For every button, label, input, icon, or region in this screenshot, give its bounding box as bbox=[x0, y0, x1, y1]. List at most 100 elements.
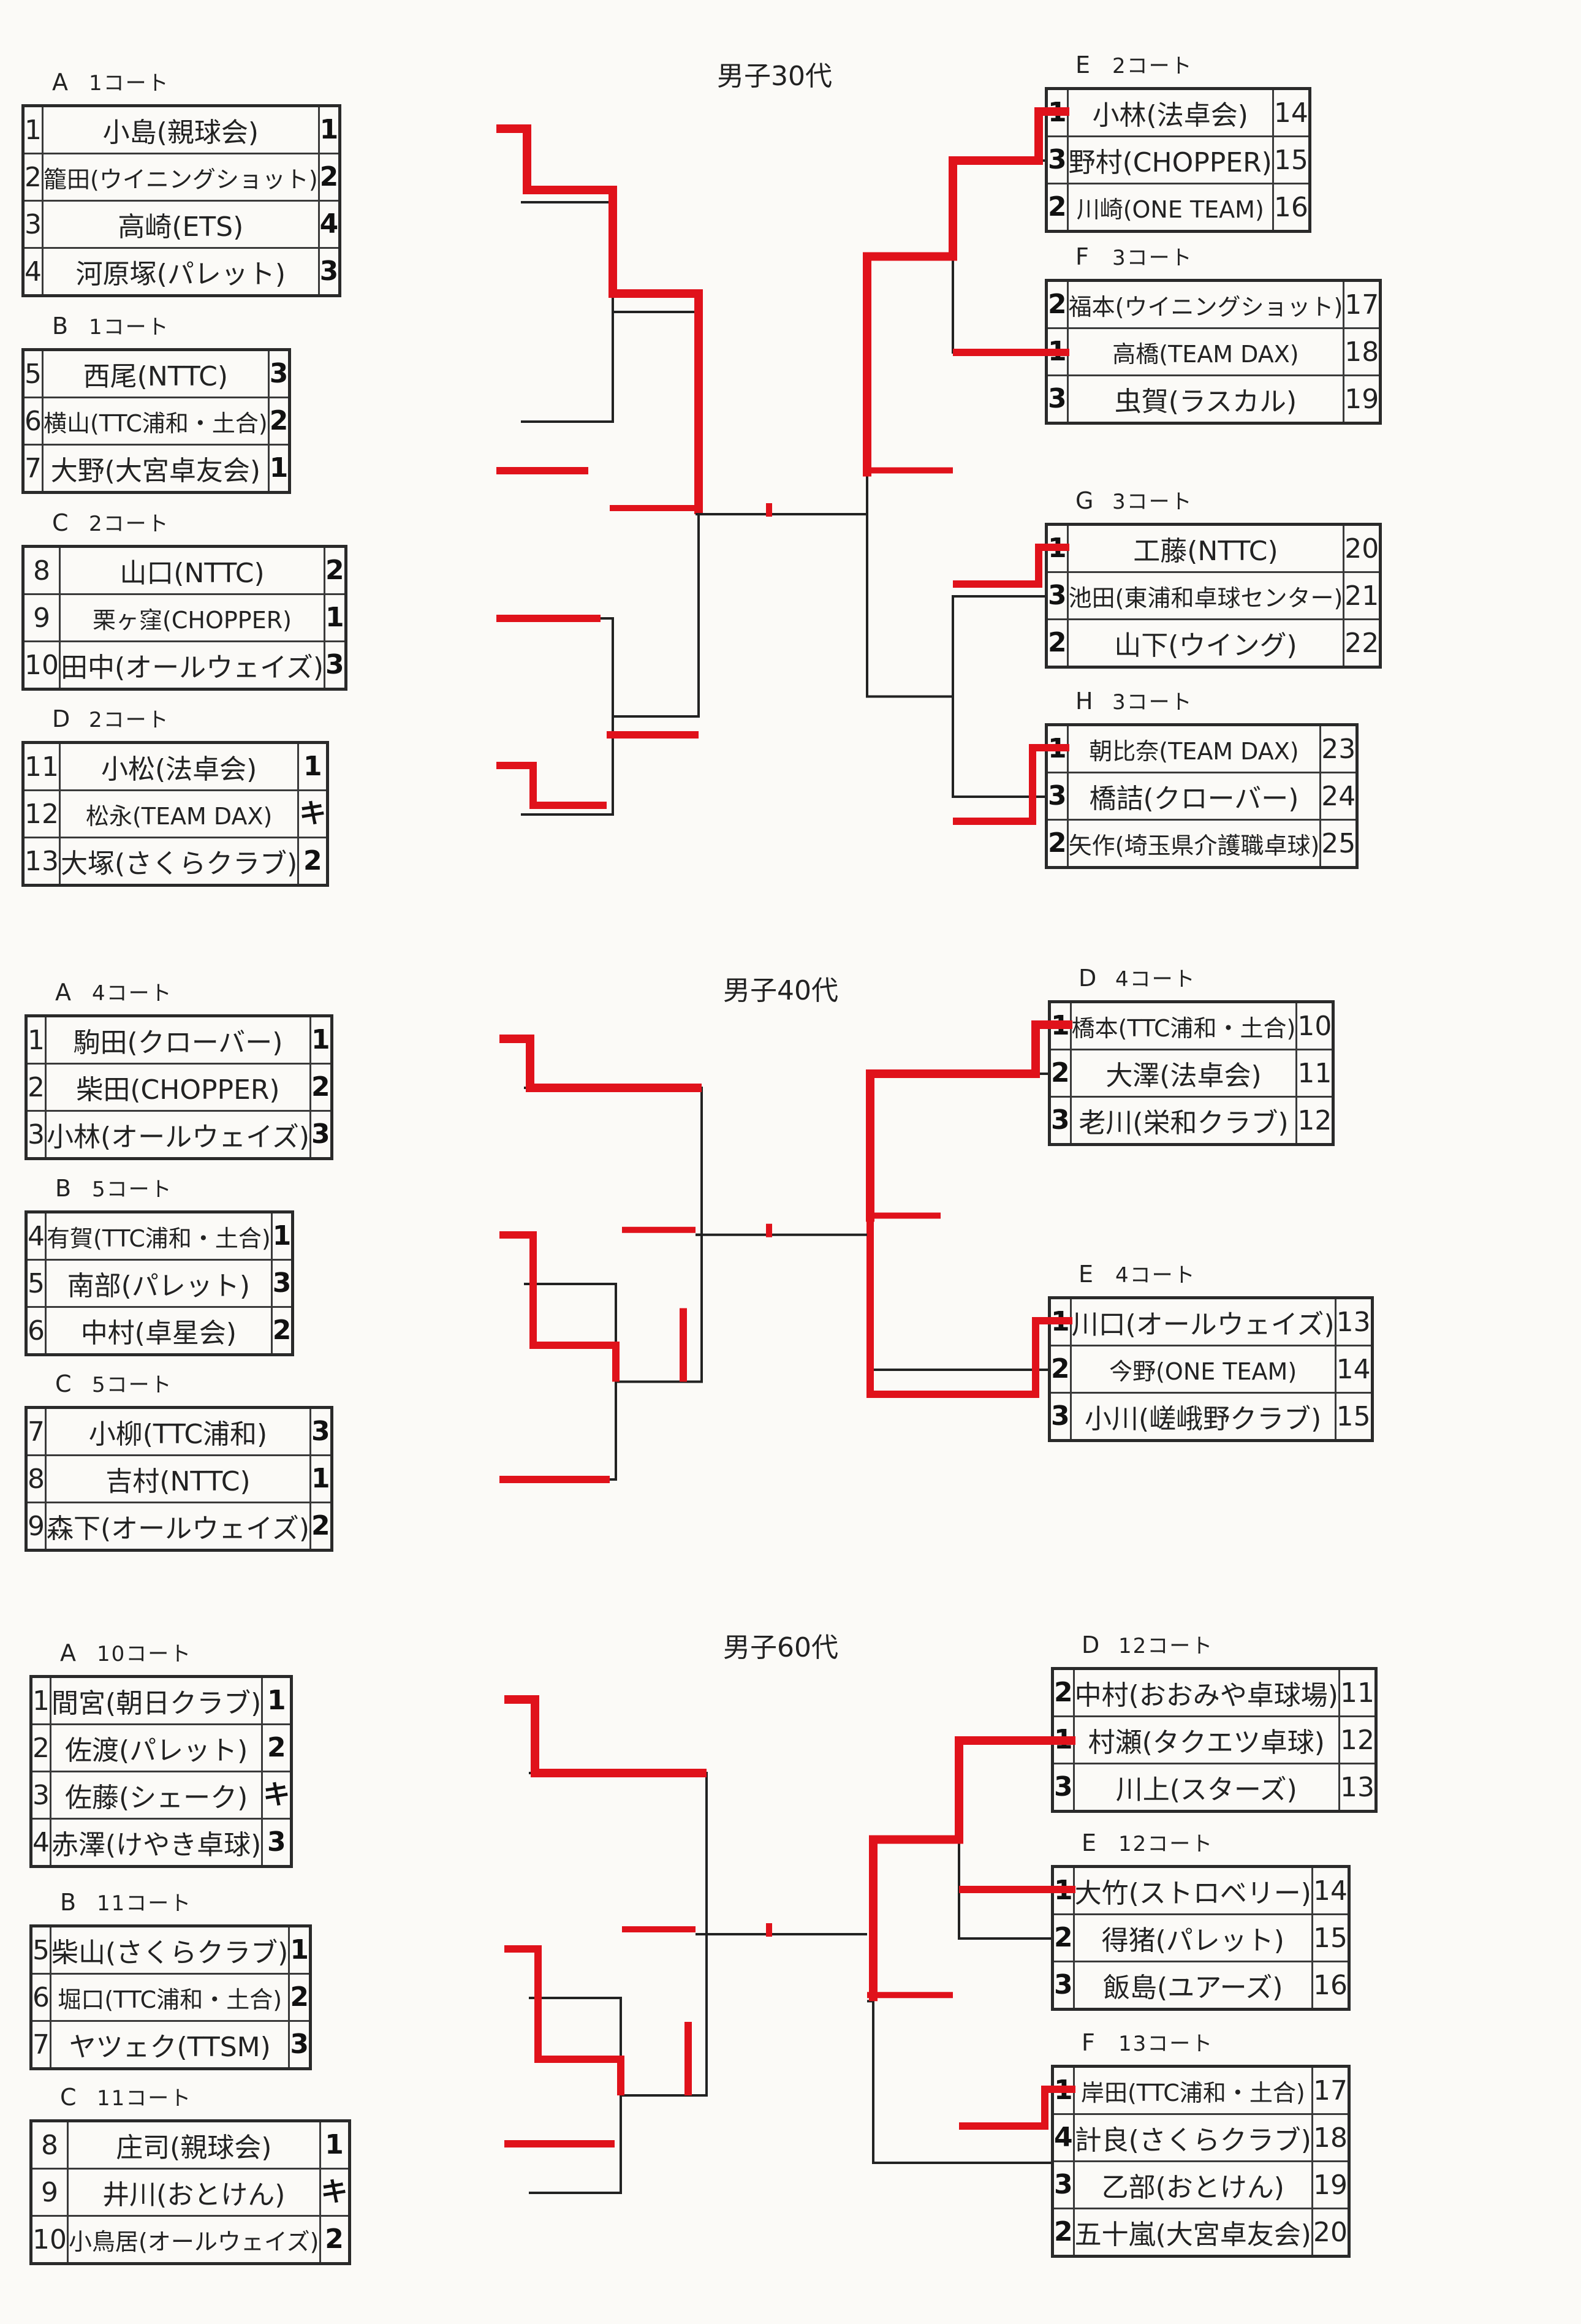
group-label: F bbox=[1075, 243, 1089, 270]
rank-mark: 3 bbox=[1045, 571, 1069, 620]
rank-mark: 3 bbox=[270, 1259, 294, 1308]
player-number: 8 bbox=[25, 1454, 47, 1503]
advance-line bbox=[496, 124, 703, 514]
player-name: 佐渡(パレット) bbox=[49, 1723, 264, 1772]
rank-mark: 2 bbox=[1045, 819, 1069, 868]
player-number: 20 bbox=[1343, 523, 1382, 573]
section-title-40s: 男子40代 bbox=[723, 975, 838, 1006]
player-name: 岸田(TTC浦和・土合) bbox=[1072, 2065, 1313, 2115]
rank-mark: 2 bbox=[1052, 2208, 1075, 2257]
player-name: 飯島(ユアーズ) bbox=[1072, 1961, 1313, 2010]
player-number: 1 bbox=[30, 1676, 51, 1725]
player-name: 小林(オールウェイズ) bbox=[44, 1110, 312, 1160]
player-number: 4 bbox=[22, 247, 44, 297]
advance-line bbox=[959, 2086, 1075, 2130]
rank-mark: 2 bbox=[297, 837, 329, 886]
court-label: 4コート bbox=[1115, 1263, 1196, 1288]
rank-mark: キ bbox=[297, 789, 329, 838]
rank-mark: 4 bbox=[317, 200, 341, 249]
group-label: E bbox=[1079, 1261, 1094, 1288]
rank-mark: キ bbox=[319, 2168, 351, 2217]
rank-mark: 2 bbox=[309, 1502, 333, 1551]
player-number: 5 bbox=[30, 1925, 51, 1975]
rank-mark: 2 bbox=[1052, 1913, 1075, 1962]
rank-mark: 3 bbox=[1045, 374, 1069, 424]
player-name: 有賀(TTC浦和・土合) bbox=[45, 1211, 273, 1261]
section-title-60s: 男子60代 bbox=[723, 1632, 838, 1663]
player-name: 駒田(クローバー) bbox=[44, 1015, 312, 1065]
player-name: 山下(ウイング) bbox=[1066, 618, 1345, 668]
rank-mark: 2 bbox=[1048, 1049, 1072, 1098]
court-label: 5コート bbox=[92, 1177, 173, 1202]
group-label: B bbox=[52, 313, 69, 340]
player-name: 籠田(ウイニングショット) bbox=[42, 153, 320, 202]
rank-mark: 2 bbox=[270, 1306, 294, 1356]
player-name: 老川(栄和クラブ) bbox=[1069, 1096, 1298, 1145]
player-number: 5 bbox=[25, 1259, 47, 1308]
player-name: 川上(スターズ) bbox=[1072, 1763, 1340, 1812]
player-number: 2 bbox=[25, 1063, 47, 1112]
player-number: 6 bbox=[22, 397, 44, 446]
player-name: 工藤(NTTC) bbox=[1066, 523, 1345, 573]
rank-mark: 1 bbox=[309, 1015, 333, 1065]
group-label: C bbox=[55, 1370, 72, 1397]
group-label: E bbox=[1082, 1829, 1097, 1856]
rank-mark: 2 bbox=[317, 153, 341, 202]
advance-line bbox=[504, 1695, 707, 1777]
player-name: 栗ヶ窪(CHOPPER) bbox=[58, 593, 326, 642]
player-name: 森下(オールウェイズ) bbox=[44, 1502, 312, 1551]
rank-mark: 2 bbox=[1045, 279, 1069, 329]
player-name: 庄司(親球会) bbox=[67, 2120, 321, 2170]
rank-mark: 1 bbox=[261, 1676, 293, 1725]
rank-mark: 3 bbox=[1045, 772, 1069, 821]
player-number: 14 bbox=[1272, 88, 1311, 137]
bracket-connector bbox=[529, 1772, 708, 2097]
group-label: E bbox=[1075, 51, 1091, 78]
group-label: D bbox=[1079, 965, 1097, 992]
player-number: 12 bbox=[22, 789, 61, 838]
player-name: 赤澤(けやき卓球) bbox=[49, 1818, 264, 1867]
player-name: 川口(オールウェイズ) bbox=[1069, 1297, 1336, 1346]
player-name: 大澤(法卓会) bbox=[1069, 1049, 1298, 1098]
player-number: 12 bbox=[1338, 1715, 1377, 1764]
advance-line bbox=[953, 544, 1069, 588]
player-name: 橋詰(クローバー) bbox=[1066, 772, 1322, 821]
player-number: 15 bbox=[1311, 1913, 1350, 1962]
player-number: 9 bbox=[30, 2168, 69, 2217]
player-name: 朝比奈(TEAM DAX) bbox=[1066, 724, 1322, 773]
player-name: ヤツェク(TTSM) bbox=[49, 2020, 290, 2070]
rank-mark: 2 bbox=[261, 1723, 293, 1772]
player-name: 小鳥居(オールウェイズ) bbox=[67, 2215, 321, 2265]
court-label: 2コート bbox=[89, 512, 170, 536]
player-name: 矢作(埼玉県介護職卓球) bbox=[1066, 819, 1322, 868]
